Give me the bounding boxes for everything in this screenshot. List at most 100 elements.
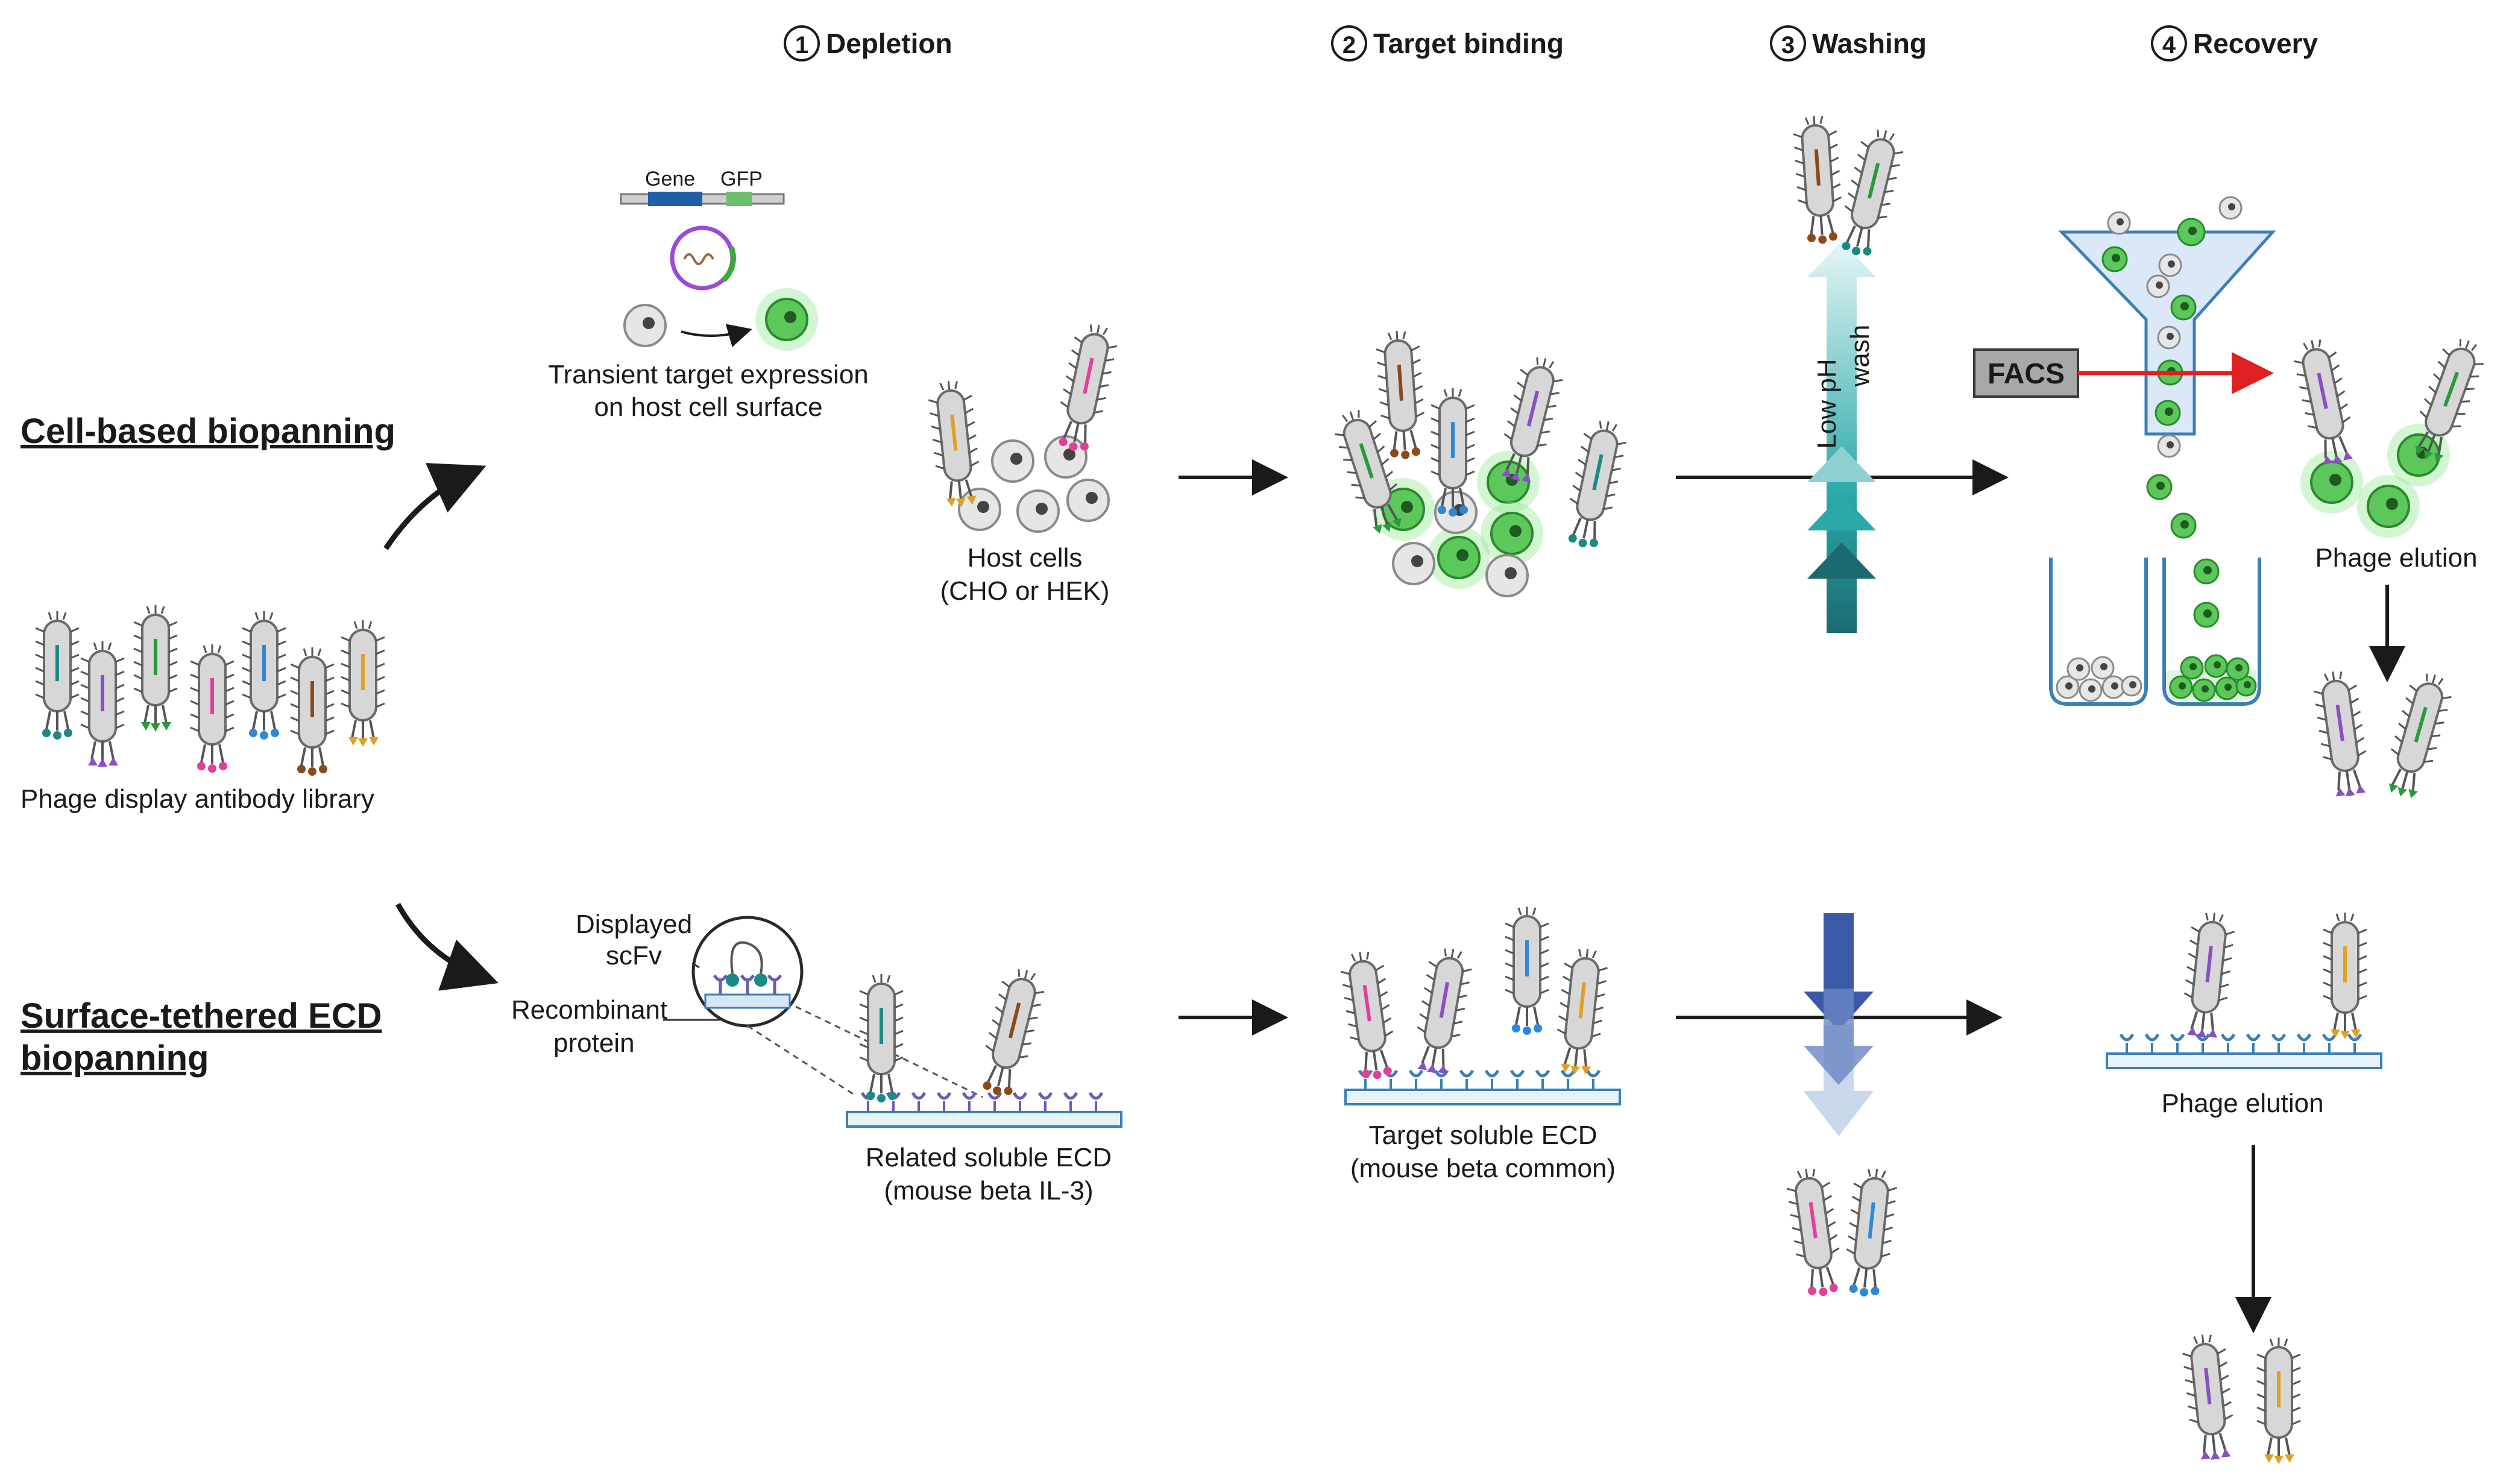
phage-particle <box>2179 1331 2238 1460</box>
step-number-circle <box>784 25 820 61</box>
step-label: Recovery <box>2193 28 2318 59</box>
phage-particle <box>2322 911 2368 1039</box>
gfp-cell <box>2299 450 2364 515</box>
gene-segment <box>648 192 702 206</box>
zoom-inset <box>663 916 983 1098</box>
step-label: Depletion <box>826 28 952 59</box>
step-label: Target binding <box>1373 28 1564 59</box>
target-ecd-plate <box>1337 905 1621 1105</box>
phage-particle <box>1494 351 1568 483</box>
phage-particle <box>976 963 1050 1095</box>
phage-particle <box>1409 943 1476 1074</box>
phage-particle <box>2406 332 2491 462</box>
displayed-scfv-line2: scFv <box>606 941 662 970</box>
facs-label: FACS <box>1988 358 2065 390</box>
step-label: Washing <box>1812 28 1927 59</box>
low-ph-wash-arrow <box>1807 241 1876 633</box>
gfp-cell <box>1426 525 1491 590</box>
facs-funnel <box>2058 196 2276 458</box>
phage-particle <box>1337 948 1399 1080</box>
host-cell <box>623 304 667 347</box>
ecd-plate <box>846 1111 1122 1128</box>
ecd-plate <box>1344 1089 1621 1105</box>
related-ecd-plate <box>846 963 1122 1128</box>
target-binding-cluster <box>1328 328 1631 597</box>
phage-particle <box>2310 667 2372 797</box>
step-number: 4 <box>2162 32 2176 58</box>
wash-label-line2: wash <box>1845 325 1875 388</box>
phage-particle <box>289 646 335 776</box>
phage-particle <box>2256 1336 2302 1464</box>
host-cell <box>1066 479 1110 522</box>
step-number: 3 <box>1781 32 1795 58</box>
phage-particle <box>1504 905 1550 1035</box>
phage-particle <box>1842 1165 1900 1297</box>
phage-particle <box>1790 113 1845 244</box>
ecd-plate <box>2106 1052 2382 1069</box>
phage-particle <box>1561 415 1631 547</box>
branch-arrow-down <box>395 902 499 991</box>
step-number: 2 <box>1342 32 1356 58</box>
expression-arrow <box>681 324 752 347</box>
phage-particle <box>189 643 235 773</box>
related-ecd-line2: (mouse beta IL-3) <box>884 1176 1093 1206</box>
host-cells-label-line2: (CHO or HEK) <box>940 576 1109 606</box>
transient-label-line2: on host cell surface <box>594 392 822 422</box>
phage-particle <box>1051 319 1122 451</box>
section-title-surface-line2: biopanning <box>20 1039 209 1078</box>
step-header-target-binding: 2 Target binding <box>1331 25 1564 61</box>
wash-label-line1: Low pH <box>1812 359 1842 448</box>
phage-particle <box>2289 334 2359 465</box>
plasmid-construct: Gene GFP <box>620 168 785 291</box>
collection-tube-positive <box>2162 558 2261 706</box>
gfp-label: GFP <box>720 168 763 190</box>
dna-helix-icon <box>683 253 714 265</box>
target-ecd-line2: (mouse beta common) <box>1350 1154 1616 1183</box>
sorted-cell-stream <box>2146 474 2220 628</box>
gfp-cell <box>754 287 819 352</box>
step-header-washing: 3 Washing <box>1770 25 1927 61</box>
step-number: 1 <box>795 32 808 58</box>
transient-label-line1: Transient target expression <box>548 360 869 389</box>
host-cell <box>1485 554 1529 597</box>
phage-particle <box>340 619 386 747</box>
recombinant-protein-line2: protein <box>553 1028 635 1058</box>
step-number-circle <box>1331 25 1367 61</box>
phage-particle <box>1328 403 1409 534</box>
wash-down-arrow <box>1804 913 1874 1136</box>
phage-particle <box>133 604 178 732</box>
recombinant-plate-zoom <box>704 993 791 1009</box>
facs-label-box <box>1973 348 2079 398</box>
collection-tube-negative <box>2049 558 2148 706</box>
branch-arrow-up <box>383 463 486 550</box>
phage-elution-top <box>2289 332 2491 539</box>
section-title-surface-line1: Surface-tethered ECD <box>20 996 382 1036</box>
gfp-segment <box>726 192 752 206</box>
phage-particle <box>1783 1165 1845 1297</box>
host-cell <box>991 439 1034 483</box>
phage-particle <box>1430 387 1476 517</box>
host-cell <box>958 488 1001 531</box>
gene-label: Gene <box>645 168 695 190</box>
phage-particle <box>34 610 80 740</box>
phage-particle <box>80 640 125 767</box>
phage-particle <box>2179 909 2238 1038</box>
phage-particle <box>1552 945 1611 1075</box>
step-header-recovery: 4 Recovery <box>2151 25 2318 61</box>
recombinant-protein-line1: Recombinant <box>511 995 667 1025</box>
phage-particle <box>925 377 984 507</box>
host-cell <box>1392 542 1435 585</box>
section-title-cell-based: Cell-based biopanning <box>20 412 395 451</box>
phage-particle <box>858 973 904 1102</box>
phage-particle <box>241 610 287 740</box>
recovery-ecd-plate <box>2106 909 2382 1069</box>
library-label: Phage display antibody library <box>20 784 374 814</box>
host-cell <box>1016 489 1060 533</box>
phage-library <box>34 604 386 776</box>
phage-particle <box>1835 124 1909 256</box>
magnifier-circle <box>691 916 804 1028</box>
phage-elution-bottom-label: Phage elution <box>2161 1089 2323 1118</box>
plasmid-gfp-arc <box>721 246 736 283</box>
step-header-depletion: 1 Depletion <box>784 25 952 61</box>
host-cell-cluster <box>925 319 1122 533</box>
